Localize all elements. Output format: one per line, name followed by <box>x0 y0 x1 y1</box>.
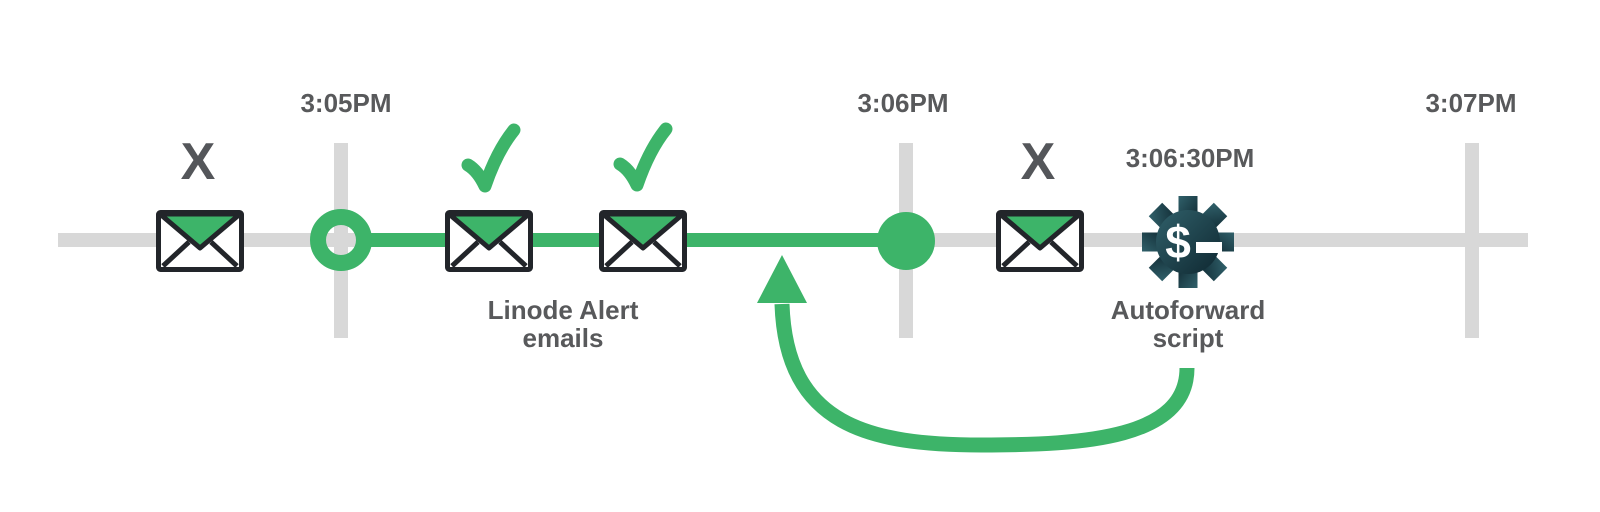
tick-label-305pm: 3:05PM <box>300 88 391 118</box>
x-icon-1: X <box>181 133 216 191</box>
envelope-icon-delivered-1 <box>448 213 531 270</box>
script-time-label: 3:06:30PM <box>1126 143 1255 173</box>
envelope-icon-blocked-2 <box>999 213 1082 270</box>
tick-mark-307pm <box>1465 143 1479 338</box>
script-name-line1: Autoforward <box>1111 295 1266 325</box>
tick-label-306pm: 3:06PM <box>857 88 948 118</box>
x-icon-2: X <box>1021 133 1056 191</box>
check-icon-1 <box>468 130 514 186</box>
script-name-line2: script <box>1153 323 1224 353</box>
envelope-icon-blocked-1 <box>159 213 242 270</box>
alert-emails-label-line2: emails <box>523 323 604 353</box>
start-ring-node <box>310 209 372 271</box>
check-icon-2 <box>620 129 666 185</box>
underscore-glyph <box>1196 242 1222 253</box>
loop-arrow-icon <box>757 255 1195 453</box>
tick-mark-305pm <box>334 143 348 338</box>
loop-arrow-head <box>757 255 807 303</box>
end-dot-node <box>877 212 935 270</box>
tick-label-307pm: 3:07PM <box>1425 88 1516 118</box>
alert-emails-label-line1: Linode Alert <box>488 295 639 325</box>
dollar-glyph: $ <box>1165 216 1191 268</box>
loop-arrow-shaft <box>774 303 1195 453</box>
gear-terminal-icon: $ <box>1142 196 1234 288</box>
envelope-icon-delivered-2 <box>602 213 685 270</box>
